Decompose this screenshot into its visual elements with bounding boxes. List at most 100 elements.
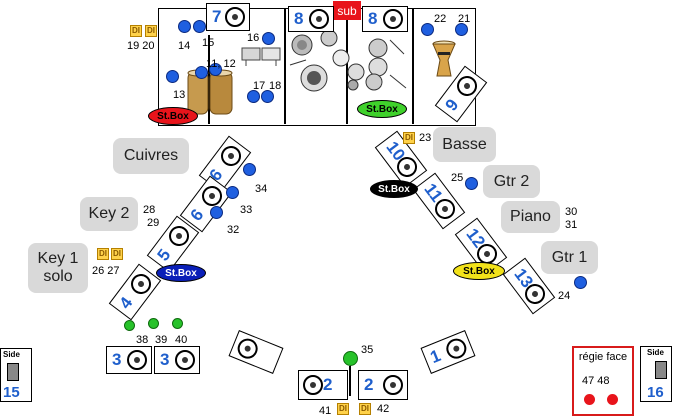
channel-label: 19 20 [127,40,155,52]
mic-11-icon [195,66,208,79]
channel-label: 14 [178,40,191,52]
mic-40-icon [172,318,183,329]
monitor-3-left[interactable]: 3 [106,346,152,374]
stage-box-yellow: St.Box [453,262,505,280]
regie-mic-icon [607,394,618,405]
speaker-icon [383,9,403,29]
regie-face: régie face 47 48 [572,346,634,416]
channel-label: 31 [565,219,578,231]
monitor-8-right[interactable]: 8 [362,6,408,32]
mic-16-icon [262,32,275,45]
speaker-icon [175,350,195,370]
di-box: DI [359,403,371,415]
riser-divider [284,8,286,124]
mic-25-icon [465,177,478,190]
speaker-icon [198,182,227,211]
speaker-icon [453,72,482,101]
riser-divider [346,8,348,124]
monitor-1-left[interactable]: 1 [228,330,284,374]
mic-22-icon [421,23,434,36]
congas-icon [187,69,233,115]
speaker-icon [443,335,470,362]
drum-kit-icon [289,30,407,92]
channel-label: 39 [155,334,168,346]
zone-gtr2: Gtr 2 [483,165,540,198]
channel-label: 29 [147,217,160,229]
channel-label: 21 [458,13,471,25]
di-box: DI [111,248,123,260]
sub-badge: sub [333,1,361,20]
zone-basse: Basse [433,127,496,162]
channel-label: 38 [136,334,149,346]
monitor-1-right[interactable]: 1 [420,330,476,374]
di-box: DI [130,25,142,37]
channel-label: 26 27 [92,265,120,277]
channel-label: 30 [565,206,578,218]
channel-label: 35 [361,344,374,356]
channel-label: 25 [451,172,464,184]
channel-label: 28 [143,204,156,216]
djembe-icon [432,40,456,77]
monitor-7[interactable]: 7 [206,3,250,31]
di-box: DI [337,403,349,415]
di-box: DI [97,248,109,260]
mic-39-icon [148,318,159,329]
monitor-3-right[interactable]: 3 [154,346,200,374]
zone-key2: Key 2 [80,197,138,231]
riser-divider [412,8,414,124]
timbales-icon [241,47,281,66]
channel-label: 33 [240,204,253,216]
monitor-2-right[interactable]: 2 [358,370,408,400]
di-box: DI [403,132,415,144]
channel-label: 15 [202,37,215,49]
stage-box-red: St.Box [148,107,198,125]
channel-label: 42 [377,403,390,415]
mic-34-icon [243,163,256,176]
channel-label: 41 [319,405,332,417]
side-fill-16[interactable]: Side 16 [640,346,672,402]
speaker-icon [655,361,667,379]
mic-38-icon [124,320,135,331]
speaker-icon [309,9,329,29]
zone-gtr1: Gtr 1 [541,241,598,274]
mic-13-icon [166,70,179,83]
channel-label: 34 [255,183,268,195]
channel-label: 17 [253,80,266,92]
channel-label: 23 [419,132,432,144]
mic-18-icon [261,90,274,103]
mic-24-icon [574,276,587,289]
speaker-icon [127,270,156,299]
speaker-icon [127,350,147,370]
channel-label: 11, 12 [206,58,236,70]
di-box: DI [145,25,157,37]
speaker-icon [217,142,246,171]
mic-21-icon [455,23,468,36]
stage-box-green: St.Box [357,100,407,118]
zone-piano: Piano [501,201,560,233]
riser-divider [208,35,210,124]
channel-label: 13 [173,89,186,101]
mic-33-icon [226,186,239,199]
speaker-icon [165,222,194,251]
channel-label: 16 [247,32,260,44]
mic-14-icon [178,20,191,33]
speaker-icon [234,335,261,362]
regie-mic-icon [584,394,595,405]
mic-15-icon [193,20,206,33]
zone-cuivres: Cuivres [113,138,189,174]
channel-label: 18 [269,80,282,92]
speaker-icon [7,363,19,381]
mic-stand [349,366,351,396]
side-fill-15[interactable]: Side 15 [0,348,32,402]
mic-32-icon [210,206,223,219]
speaker-icon [225,7,245,27]
channel-label: 32 [227,224,240,236]
channel-label: 24 [558,290,571,302]
monitor-8-left[interactable]: 8 [288,6,334,32]
monitor-2-left[interactable]: 2 [298,370,348,400]
channel-label: 22 [434,13,447,25]
stage-box-blue: St.Box [156,264,206,282]
channel-label: 40 [175,334,188,346]
stage-box-black: St.Box [370,180,418,198]
mic-35-icon [343,351,358,366]
